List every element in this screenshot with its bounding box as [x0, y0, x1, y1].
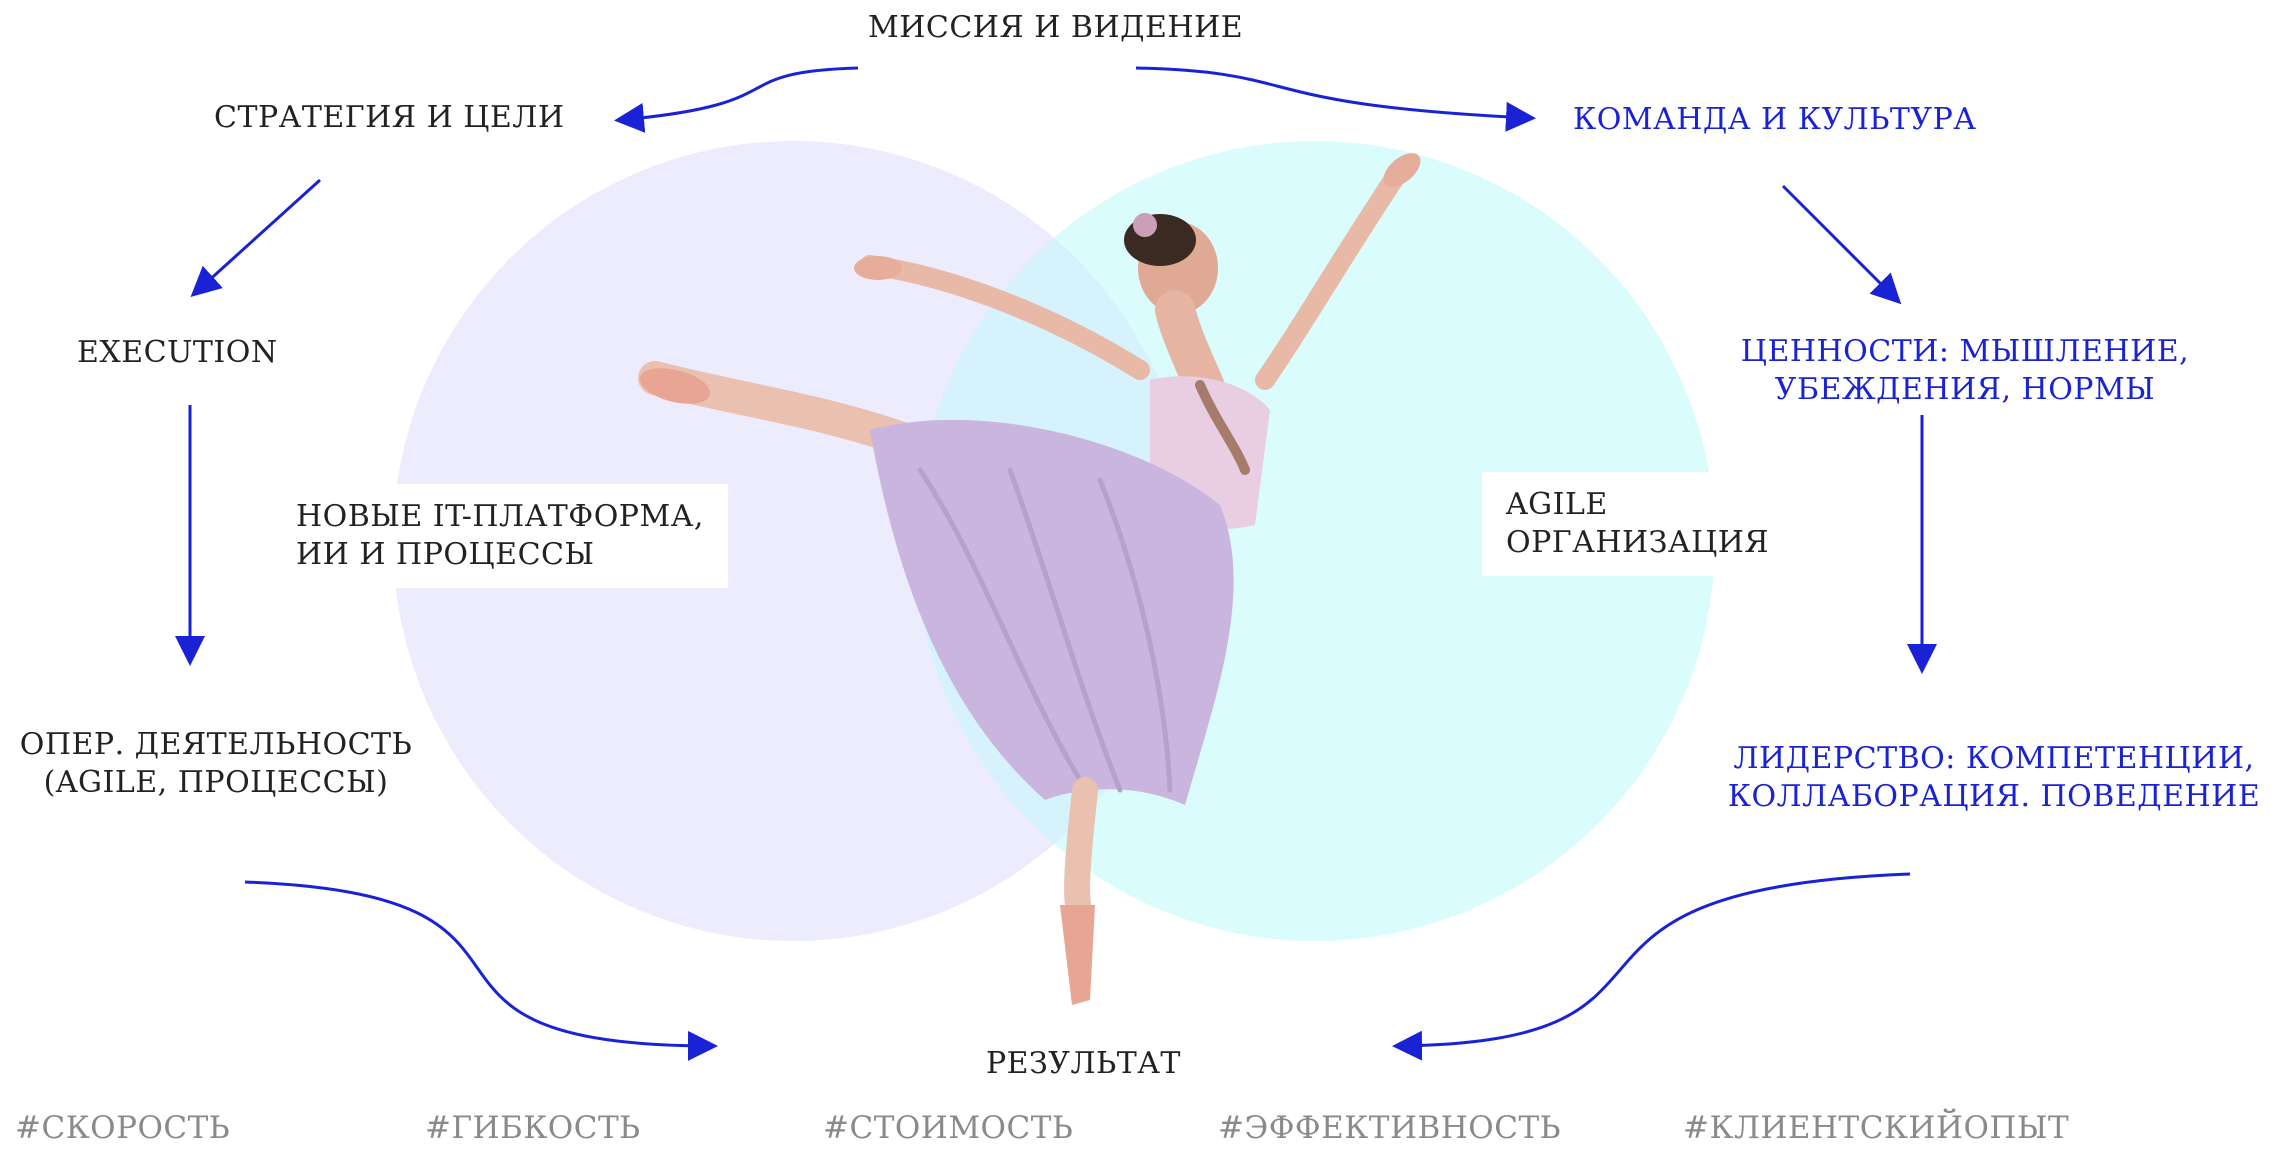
- leadership-label: ЛИДЕРСТВО: КОМПЕТЕНЦИИ, КОЛЛАБОРАЦИЯ. ПО…: [1718, 740, 2270, 816]
- result-label: РЕЗУЛЬТАТ: [986, 1045, 1181, 1083]
- operations-line-1: ОПЕР. ДЕЯТЕЛЬНОСТЬ: [10, 726, 422, 764]
- execution-label: EXECUTION: [77, 334, 278, 372]
- team-culture-label: КОМАНДА И КУЛЬТУРА: [1573, 101, 1977, 139]
- hashtag-customer-experience: #КЛИЕНТСКИЙОПЫТ: [1683, 1110, 2069, 1146]
- agile-organization-line-1: AGILE: [1506, 486, 1769, 524]
- it-platforms-line-1: НОВЫЕ IT-ПЛАТФОРМА,: [296, 498, 704, 536]
- leadership-line-2: КОЛЛАБОРАЦИЯ. ПОВЕДЕНИЕ: [1718, 778, 2270, 816]
- values-line-1: ЦЕННОСТИ: МЫШЛЕНИЕ,: [1725, 333, 2205, 371]
- agile-organization-label: AGILE ОРГАНИЗАЦИЯ: [1482, 472, 1793, 576]
- hashtag-speed: #СКОРОСТЬ: [15, 1110, 230, 1146]
- hashtag-efficiency: #ЭФФЕКТИВНОСТЬ: [1218, 1110, 1561, 1146]
- mission-label: МИССИЯ И ВИДЕНИЕ: [868, 9, 1243, 47]
- agile-organization-line-2: ОРГАНИЗАЦИЯ: [1506, 524, 1769, 562]
- values-label: ЦЕННОСТИ: МЫШЛЕНИЕ, УБЕЖДЕНИЯ, НОРМЫ: [1725, 333, 2205, 409]
- values-line-2: УБЕЖДЕНИЯ, НОРМЫ: [1725, 371, 2205, 409]
- operations-label: ОПЕР. ДЕЯТЕЛЬНОСТЬ (AGILE, ПРОЦЕССЫ): [10, 726, 422, 802]
- it-platforms-line-2: ИИ И ПРОЦЕССЫ: [296, 536, 704, 574]
- strategy-label: СТРАТЕГИЯ И ЦЕЛИ: [214, 99, 565, 137]
- hashtag-flexibility: #ГИБКОСТЬ: [425, 1110, 641, 1146]
- operations-line-2: (AGILE, ПРОЦЕССЫ): [10, 764, 422, 802]
- leadership-line-1: ЛИДЕРСТВО: КОМПЕТЕНЦИИ,: [1718, 740, 2270, 778]
- it-platforms-label: НОВЫЕ IT-ПЛАТФОРМА, ИИ И ПРОЦЕССЫ: [272, 484, 728, 588]
- hashtag-cost: #СТОИМОСТЬ: [823, 1110, 1073, 1146]
